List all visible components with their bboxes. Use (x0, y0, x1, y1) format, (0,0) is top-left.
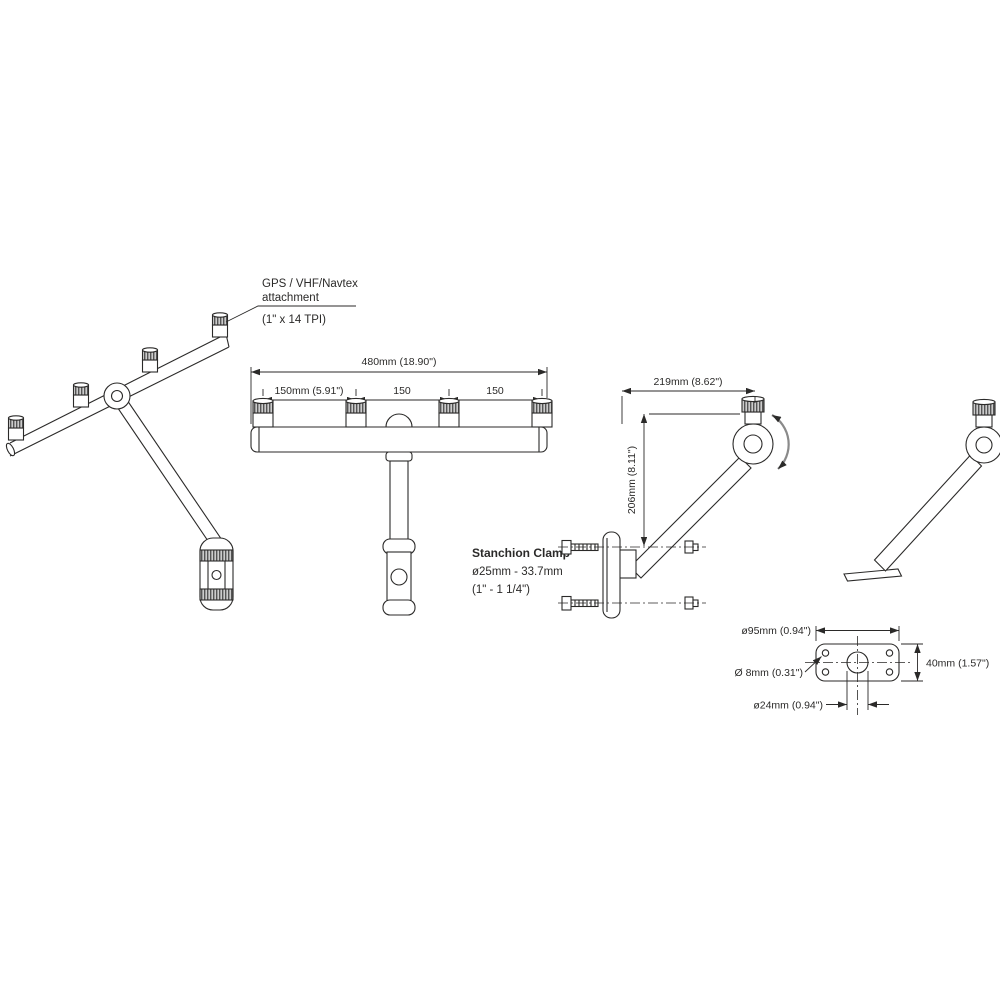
plate-hub-boss (975, 436, 993, 454)
antenna-mount-icon (438, 397, 460, 428)
plate-center-boss (846, 651, 869, 674)
attachment-thread-spec: (1" x 14 TPI) (262, 314, 326, 326)
front-tube (389, 460, 409, 542)
attachment-label-line2: attachment (262, 292, 320, 304)
dim-mount-pitch-1: 150mm (5.91") (274, 385, 343, 397)
dim-plate-width: ø95mm (0.94") (741, 625, 811, 637)
stanchion-clamp-label-title: Stanchion Clamp (472, 546, 570, 560)
side-clamp-plate (602, 531, 621, 619)
attachment-leader-line (225, 305, 356, 323)
dim-arm-reach: 219mm (8.62") (653, 376, 722, 388)
figure-side-view: 219mm (8.62") 206mm (8.11") (558, 376, 790, 619)
front-crossbar (250, 426, 548, 453)
iso-hub (103, 382, 131, 410)
antenna-mount-icon (345, 397, 367, 428)
plate-edge-view (843, 568, 903, 582)
figure-iso-view: GPS / VHF/Navtex attachment (1" x 14 TPI… (5, 278, 358, 611)
dim-plate-hole: Ø 8mm (0.31") (735, 667, 804, 679)
stanchion-clamp-label-inches: (1" - 1 1/4") (472, 584, 530, 596)
dim-pitch-ext-lines (262, 389, 543, 396)
plate-bolt-hole (885, 668, 894, 676)
dim-mount-pitch-3: 150 (486, 385, 504, 397)
antenna-mount-icon (531, 397, 553, 428)
plate-arm (873, 454, 983, 572)
antenna-mount-icon (72, 382, 90, 408)
front-dome (385, 413, 413, 428)
dim-reach-ext-lines (621, 396, 756, 424)
side-hub-boss (743, 434, 763, 454)
antenna-mount-icon (252, 397, 274, 428)
figure-front-view: 480mm (18.90") 150mm (5.91") 150 150 Sta… (250, 356, 570, 616)
dim-arm-height: 206mm (8.11") (626, 446, 638, 514)
iso-stanchion-clamp (199, 537, 234, 611)
antenna-mount-icon (7, 415, 25, 441)
attachment-label-line1: GPS / VHF/Navtex (262, 278, 358, 290)
front-collar (385, 451, 413, 462)
dim-plate-boss: ø24mm (0.94") (753, 700, 823, 712)
antenna-mount-icon (972, 398, 996, 428)
figure-side-view-plate (843, 398, 1000, 582)
plate-bolt-hole (821, 668, 830, 676)
dim-plate-depth: 40mm (1.57") (926, 658, 989, 670)
iso-arm (111, 391, 222, 547)
antenna-mount-icon (141, 347, 159, 373)
front-crossbar-end-lines (258, 427, 540, 452)
antenna-mount-icon (211, 312, 229, 338)
dim-overall-width: 480mm (18.90") (362, 356, 437, 368)
iso-hub-bolt (110, 389, 124, 403)
rotation-arrow-icon (771, 414, 790, 470)
iso-crossbar-end-cap (5, 442, 16, 457)
side-arm (629, 456, 752, 579)
antenna-mount-icon (741, 395, 765, 425)
front-stanchion-clamp (382, 538, 416, 616)
figure-base-plate-top-view: ø95mm (0.94") Ø 8mm (0.31") 40mm (1.57")… (735, 625, 989, 715)
stanchion-clamp-label-range: ø25mm - 33.7mm (472, 566, 563, 578)
plate-bolt-hole (821, 649, 830, 657)
side-arm-bracket (617, 549, 637, 579)
hole-leader-line (804, 656, 822, 673)
dim-mount-pitch-2: 150 (393, 385, 411, 397)
plate-bolt-hole (885, 649, 894, 657)
